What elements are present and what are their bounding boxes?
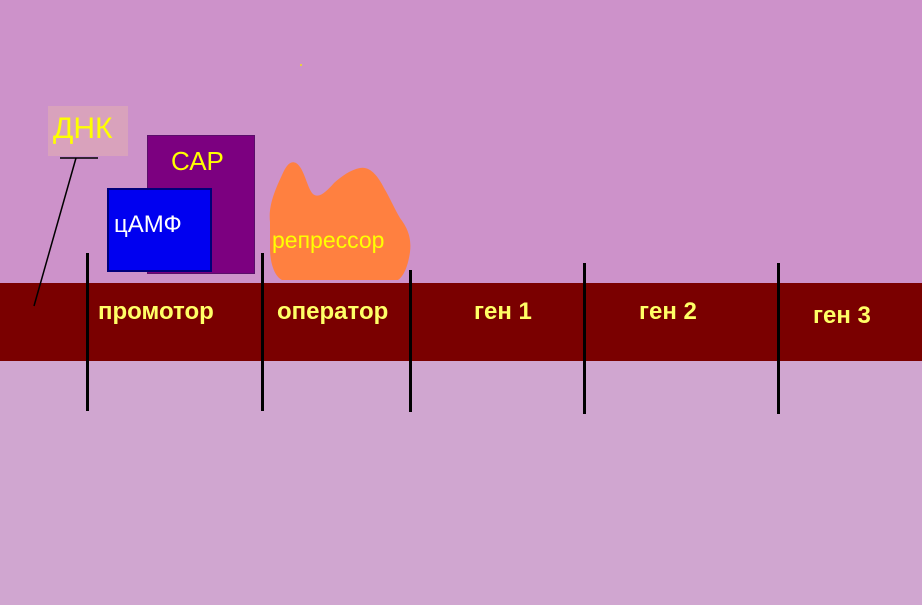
segment-divider (86, 253, 89, 411)
segment-divider (261, 253, 264, 411)
stray-dot (300, 64, 302, 66)
segment-label-promoter: промотор (98, 298, 214, 325)
dna-label: ДНК (53, 112, 113, 145)
segment-divider (583, 263, 586, 414)
camp-label: цАМФ (114, 211, 182, 238)
dna-strip (0, 283, 922, 361)
dna-label-box (48, 106, 128, 156)
segment-divider (409, 270, 412, 412)
repressor-blob (269, 162, 411, 280)
camp-molecule (107, 188, 212, 272)
segment-label-gene-2: ген 2 (639, 298, 697, 325)
cap-label: САР (171, 146, 224, 176)
segment-divider (777, 263, 780, 414)
segment-label-gene-1: ген 1 (474, 298, 532, 325)
dna-pointer-line (33, 157, 77, 307)
repressor-label: репрессор (272, 227, 385, 253)
segment-label-gene-3: ген 3 (813, 302, 871, 329)
segment-label-operator: оператор (277, 298, 389, 325)
background-lower (0, 360, 922, 605)
